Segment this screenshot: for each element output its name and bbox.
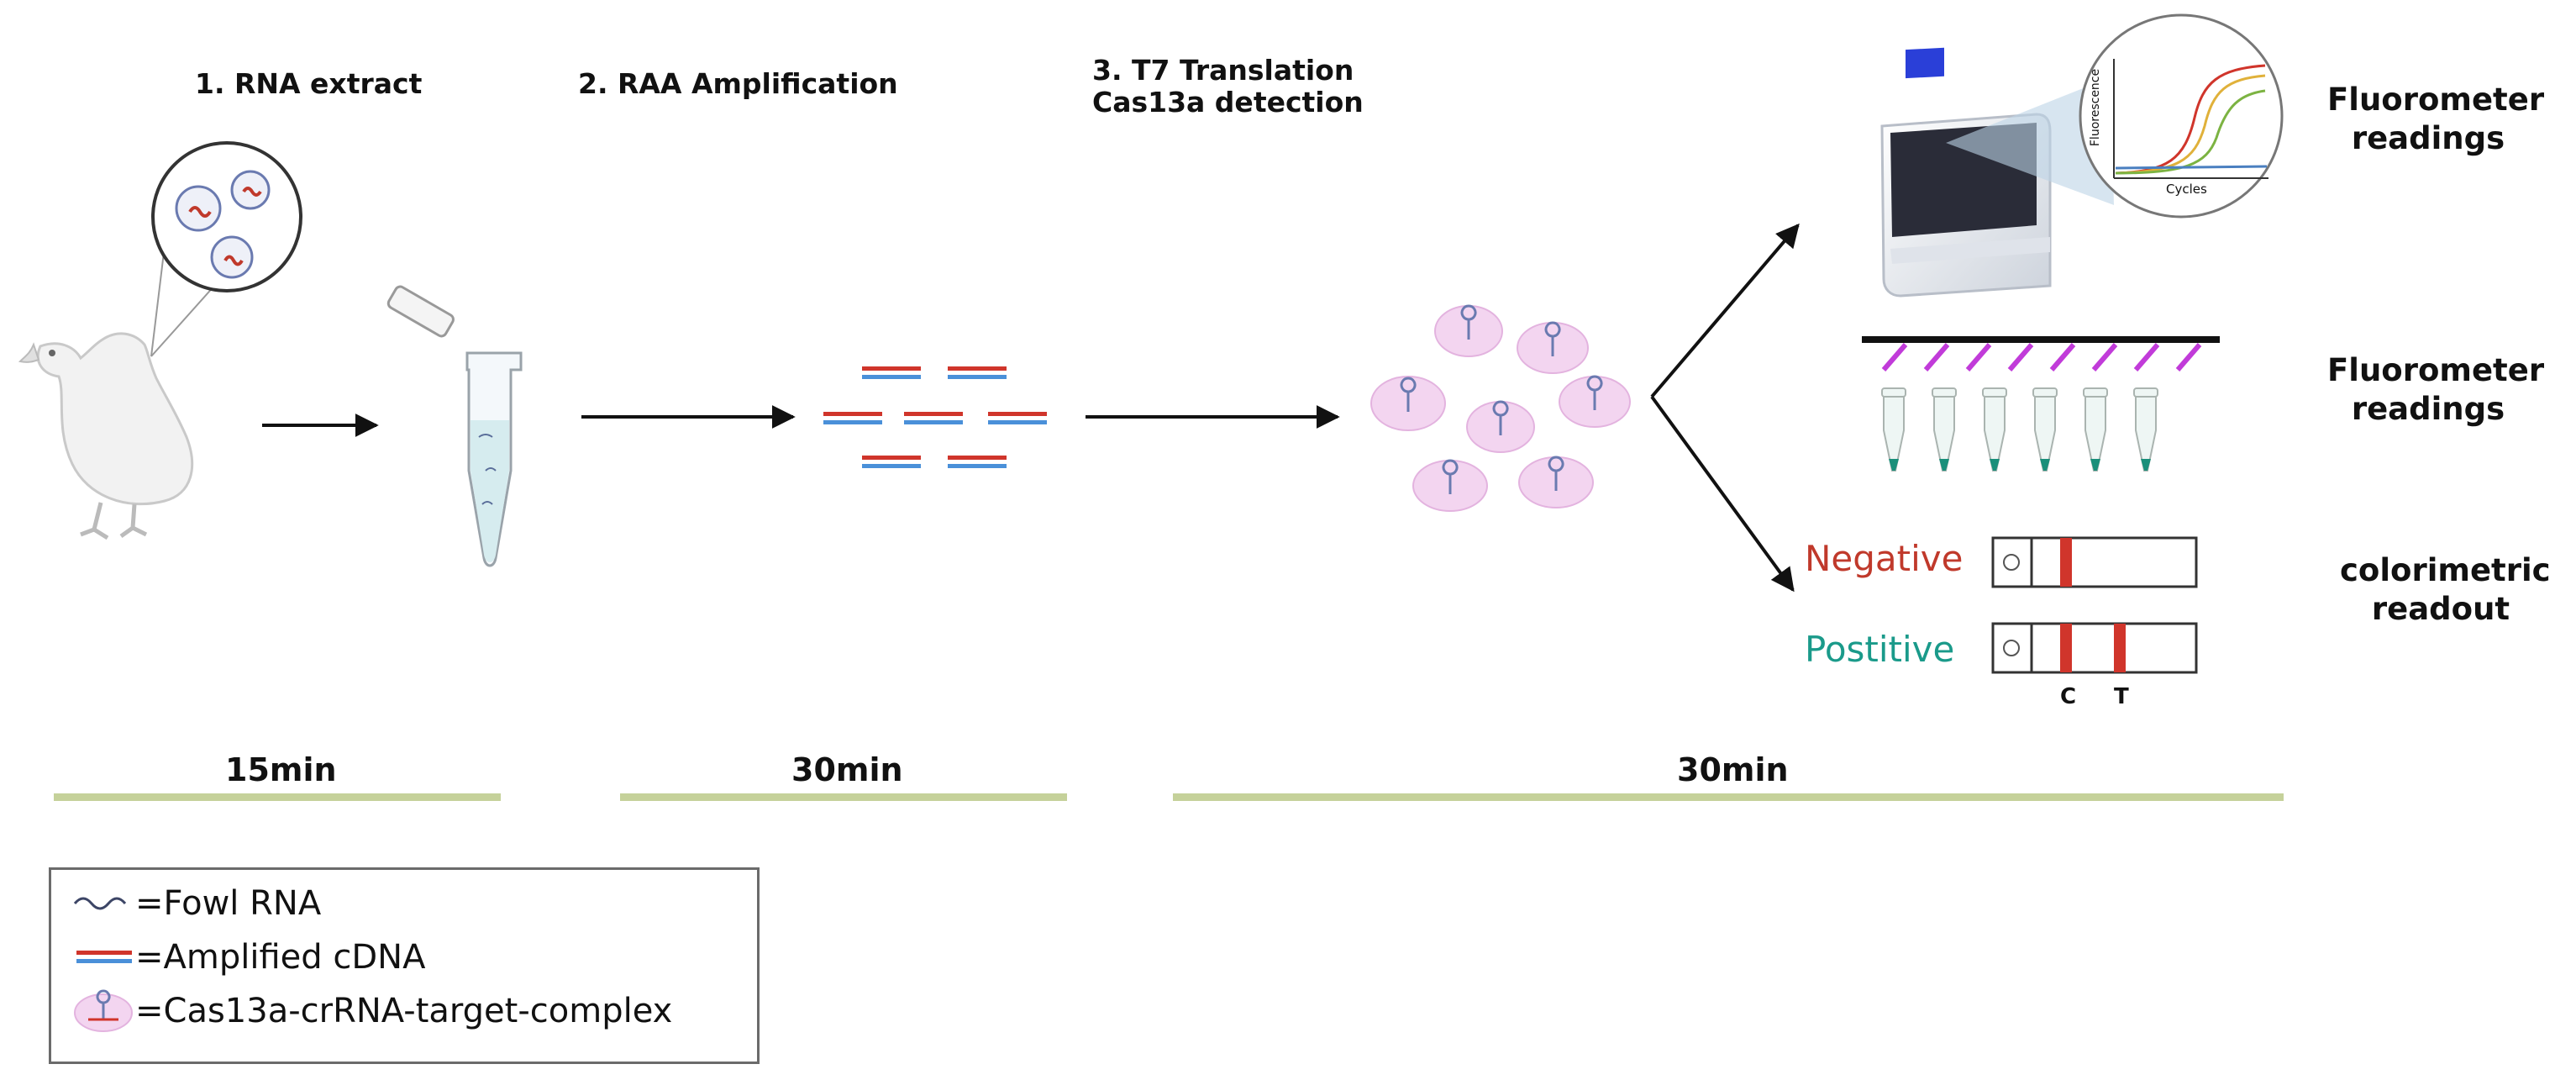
- legend-complex-label: =Cas13a-crRNA-target-complex: [135, 992, 673, 1030]
- plate-reader-strip: [1862, 336, 2220, 371]
- timeline-label-1: 15min: [225, 751, 337, 788]
- timeline-label-3: 30min: [1677, 751, 1789, 788]
- complex-icon: [51, 988, 135, 1035]
- graph-xlabel: Cycles: [2166, 182, 2207, 197]
- cas13a-complex-cluster: [1370, 305, 1631, 512]
- step-3-label-line2: Cas13a detection: [1092, 86, 1364, 119]
- negative-label: Negative: [1805, 538, 1964, 579]
- pcr-tubes-icon: [1881, 387, 2158, 472]
- legend-row-cdna: =Amplified cDNA: [51, 934, 425, 981]
- legend-cdna-label: =Amplified cDNA: [135, 938, 426, 977]
- legend-row-complex: =Cas13a-crRNA-target-complex: [51, 988, 672, 1035]
- positive-label: Postitive: [1805, 629, 1955, 670]
- amplified-cdna-cluster: [823, 366, 1047, 468]
- legend: =Fowl RNA =Amplified cDNA =Cas13a-crRNA-…: [49, 867, 760, 1064]
- negative-strip: [1991, 536, 2198, 588]
- step-2-label: 2. RAA Amplification: [578, 67, 898, 100]
- strip-control-mark: C: [2060, 684, 2077, 709]
- positive-strip: [1991, 622, 2198, 674]
- tube-icon: [386, 285, 523, 567]
- cdna-icon: [51, 934, 135, 981]
- step-1-label: 1. RNA extract: [195, 67, 423, 100]
- rna-wave-icon: [51, 880, 135, 927]
- chicken-icon: [18, 332, 194, 540]
- timeline-bars: [54, 793, 2284, 801]
- legend-row-rna: =Fowl RNA: [51, 880, 321, 927]
- legend-rna-label: =Fowl RNA: [135, 884, 322, 923]
- amplification-curve-graph: [2079, 13, 2284, 219]
- crrna-hairpins: [1400, 304, 1603, 494]
- step-3-label-line1: 3. T7 Translation: [1092, 54, 1354, 87]
- strip-test-mark: T: [2114, 684, 2129, 709]
- graph-ylabel: Fluorescence: [2089, 68, 2103, 147]
- virus-zoom-icon: [151, 141, 302, 292]
- timeline-label-2: 30min: [791, 751, 903, 788]
